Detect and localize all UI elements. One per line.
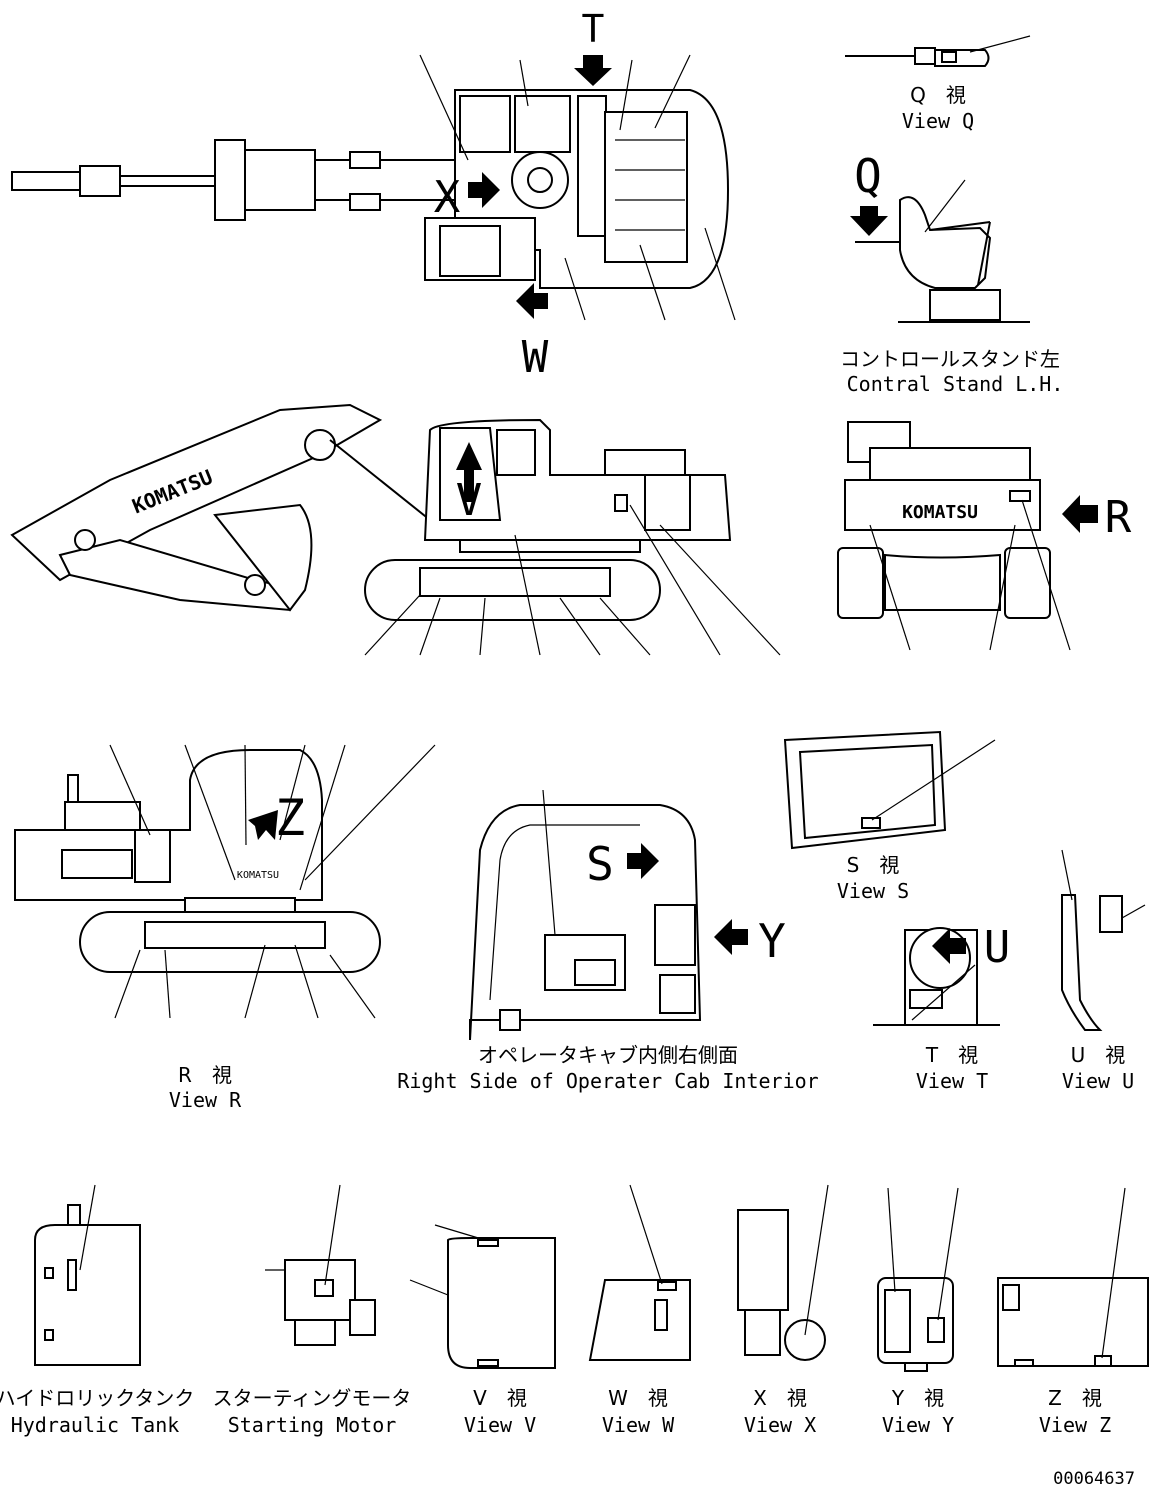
view-t-en: View T bbox=[916, 1069, 988, 1093]
view-x-jp: X 視 bbox=[753, 1386, 807, 1410]
view-w-jp: W 視 bbox=[608, 1386, 668, 1410]
view-v-en: View V bbox=[464, 1413, 536, 1437]
view-s-group: S 視 View S bbox=[783, 730, 996, 903]
left-side-view: KOMATSU V bbox=[10, 403, 781, 656]
view-r-letter: R bbox=[1105, 492, 1132, 543]
view-y-jp: Y 視 bbox=[891, 1386, 944, 1410]
rear-view-r: KOMATSU R bbox=[837, 421, 1132, 651]
view-q-letter: Q bbox=[854, 149, 882, 203]
hydraulic-tank-en: Hydraulic Tank bbox=[11, 1413, 180, 1437]
view-y-letter: Y bbox=[758, 914, 786, 968]
control-stand-jp: コントロールスタンド左 bbox=[840, 347, 1060, 371]
view-y-group: Y 視 View Y bbox=[877, 1187, 959, 1437]
brand-right-side: KOMATSU bbox=[237, 870, 279, 881]
view-u-letter: U bbox=[984, 922, 1011, 973]
starting-motor-group: スターティングモータ Starting Motor bbox=[213, 1184, 412, 1437]
view-t-letter-top: T bbox=[582, 7, 605, 51]
cab-interior-view: S Y オペレータキャブ内側右側面 Right Side of Operater… bbox=[397, 789, 819, 1093]
control-stand-en: Contral Stand L.H. bbox=[847, 372, 1064, 396]
view-z-jp: Z 視 bbox=[1048, 1386, 1102, 1410]
view-x-en: View X bbox=[744, 1413, 816, 1437]
hydraulic-tank-jp: ハイドロリックタンク bbox=[0, 1386, 194, 1410]
view-u-jp: U 視 bbox=[1071, 1043, 1126, 1067]
view-x-group: X 視 View X bbox=[737, 1184, 829, 1437]
view-r-en: View R bbox=[169, 1088, 242, 1112]
view-u-group: U 視 View U bbox=[1061, 849, 1146, 1093]
cab-interior-jp: オペレータキャブ内側右側面 bbox=[478, 1043, 738, 1067]
view-s-letter: S bbox=[586, 837, 614, 891]
top-plan-view: T X W bbox=[11, 7, 736, 383]
view-q-group: Q 視 View Q Q コントロールスタンド左 Contral Stand L… bbox=[840, 35, 1064, 396]
view-v-jp: V 視 bbox=[473, 1386, 527, 1410]
view-v-letter: V bbox=[456, 475, 483, 526]
view-z-en: View Z bbox=[1039, 1413, 1111, 1437]
cab-interior-en: Right Side of Operater Cab Interior bbox=[397, 1069, 818, 1093]
view-y-en: View Y bbox=[882, 1413, 954, 1437]
view-w-en: View W bbox=[602, 1413, 675, 1437]
view-t-group: U T 視 View T bbox=[873, 922, 1010, 1093]
view-w-letter: W bbox=[522, 332, 549, 383]
view-u-en: View U bbox=[1062, 1069, 1134, 1093]
view-z-letter: Z bbox=[275, 789, 305, 847]
right-side-view: KOMATSU Z R 視 View R bbox=[14, 744, 436, 1112]
view-w-group: W 視 View W bbox=[588, 1184, 691, 1437]
starting-motor-en: Starting Motor bbox=[228, 1413, 397, 1437]
view-s-en: View S bbox=[837, 879, 909, 903]
view-q-en: View Q bbox=[902, 109, 974, 133]
view-r-jp: R 視 bbox=[178, 1063, 232, 1087]
view-x-letter: X bbox=[434, 172, 461, 223]
brand-rear: KOMATSU bbox=[902, 502, 978, 523]
hydraulic-tank-group: ハイドロリックタンク Hydraulic Tank bbox=[0, 1184, 194, 1437]
view-q-jp: Q 視 bbox=[910, 83, 966, 107]
drawing-number: 00064637 bbox=[1053, 1469, 1135, 1489]
view-t-jp: T 視 bbox=[925, 1043, 978, 1067]
view-s-jp: S 視 bbox=[847, 853, 900, 877]
view-z-group: Z 視 View Z bbox=[997, 1187, 1149, 1437]
view-v-group: V 視 View V bbox=[409, 1224, 556, 1437]
starting-motor-jp: スターティングモータ bbox=[213, 1386, 412, 1410]
